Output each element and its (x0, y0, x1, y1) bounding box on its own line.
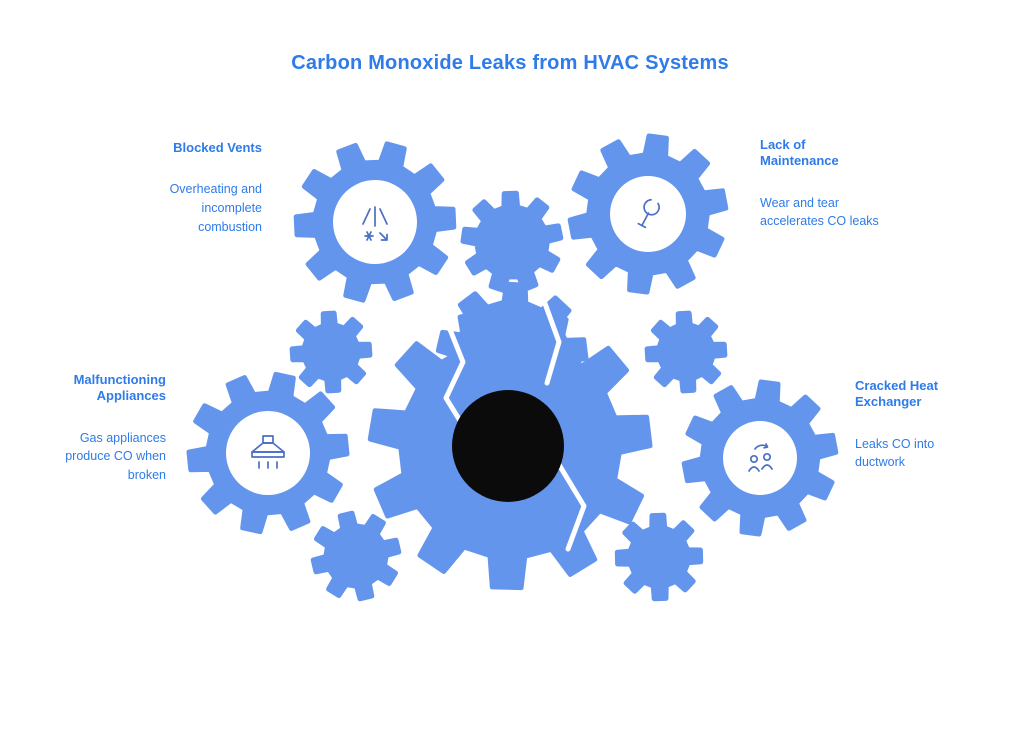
section-description: Leaks CO into ductwork (855, 436, 935, 470)
icon-circle (226, 411, 310, 495)
crack-lines (443, 295, 587, 552)
center-gear-hub (452, 390, 564, 502)
section-description: Overheating and incomplete combustion (169, 182, 262, 234)
section-blocked-vents: Blocked Vents Overheating and incomplete… (147, 140, 262, 237)
section-heading: Blocked Vents (173, 140, 262, 155)
gear-shape (644, 310, 728, 394)
section-description: Gas appliances produce CO when broken (65, 430, 166, 483)
gear-layer (186, 133, 839, 602)
malfunctioning-appliances-gear-icon (226, 411, 310, 495)
appliance-hood-icon (251, 435, 285, 469)
section-description: Wear and tear accelerates CO leaks (760, 195, 879, 229)
lack-of-maintenance-gear-icon (610, 176, 686, 252)
section-cracked-heat-exchanger: Cracked Heat Exchanger Leaks CO into duc… (855, 378, 950, 472)
section-malfunctioning-appliances: Malfunctioning Appliances Gas appliances… (50, 372, 166, 485)
cracked-heat-exchanger-gear-icon (723, 421, 797, 495)
icon-circle (723, 421, 797, 495)
page-title: Carbon Monoxide Leaks from HVAC Systems (291, 52, 729, 74)
gear-shape (460, 190, 564, 293)
vent-airflow-icon (362, 206, 388, 241)
heat-exchanger-people-icon (748, 443, 773, 472)
gear-shape (289, 310, 373, 394)
maintenance-wrench-icon (637, 198, 660, 229)
gear-shape (614, 512, 704, 602)
section-heading: Malfunctioning Appliances (73, 372, 166, 404)
section-heading: Cracked Heat Exchanger (855, 378, 939, 410)
blocked-vents-gear-icon (333, 180, 417, 264)
section-heading: Lack of Maintenance (760, 137, 839, 169)
gear-shape (310, 510, 402, 602)
section-lack-of-maintenance: Lack of Maintenance Wear and tear accele… (760, 137, 900, 231)
